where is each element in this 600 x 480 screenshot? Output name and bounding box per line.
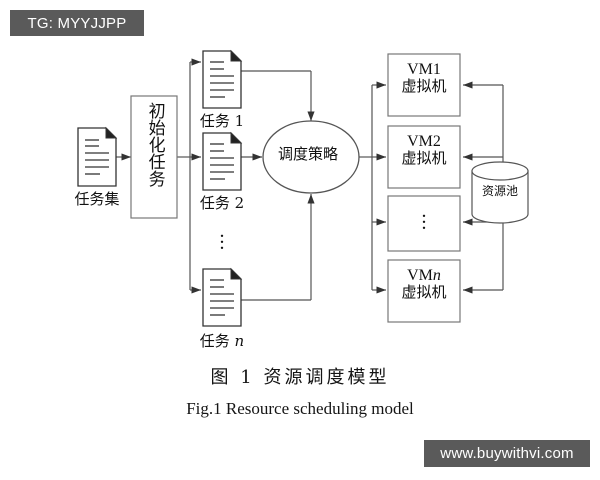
figure-caption-english: Fig.1 Resource scheduling model: [186, 399, 414, 418]
node-task2-label: 任务 2: [199, 194, 245, 212]
vm-ellipsis-dot-3: .: [421, 212, 427, 234]
node-taskn-label-text: 任务 n: [199, 332, 245, 350]
task-ellipsis-dot-3: .: [219, 232, 225, 254]
task-ellipsis-dot-1: .: [219, 220, 225, 242]
figure-caption-chinese: 图 1 资源调度模型: [210, 367, 390, 388]
node-vmn-title-text: VMn: [407, 267, 441, 284]
node-resource-pool-cylinder: [471, 161, 529, 224]
node-task2-icon: [202, 131, 243, 191]
node-vm2-title: VM2: [407, 133, 441, 150]
node-init-box: [130, 95, 178, 219]
node-vm2-sub: 虚拟机: [401, 148, 447, 167]
node-task1-label: 任务 1: [199, 112, 245, 130]
watermark-top: TG: MYYJJPP: [10, 10, 144, 36]
node-task1-icon: [202, 49, 243, 109]
node-vm1-box: [387, 53, 461, 117]
node-vm-ellipsis-box: [387, 195, 461, 252]
node-scheduler-label: 调度策略: [277, 145, 338, 163]
node-resource-pool-label: 资源池: [481, 184, 518, 198]
node-vm2-box: [387, 125, 461, 189]
node-vmn-sub: 虚拟机: [401, 282, 447, 301]
watermark-bottom: www.buywithvi.com: [424, 440, 590, 467]
node-vm1-label: VM1 虚拟机: [388, 61, 460, 95]
node-task-ellipsis: . . .: [198, 220, 246, 262]
node-taskn-label: 任务 n: [177, 330, 267, 351]
node-scheduler-ellipse: [262, 120, 360, 194]
node-vmn-title: VMn: [388, 267, 460, 285]
node-init-label-text: 初始化任务: [144, 102, 165, 187]
node-vm-ellipsis: . . .: [400, 200, 448, 242]
node-taskn-icon: [202, 267, 243, 327]
node-init-label: 初始化任务: [131, 102, 177, 191]
node-vmn-label: VMn 虚拟机: [388, 267, 460, 301]
node-vm1-sub: 虚拟机: [401, 76, 447, 95]
vm-ellipsis-dot-1: .: [421, 200, 427, 222]
node-task-set-label: 任务集: [74, 190, 120, 208]
node-vmn-box: [387, 259, 461, 323]
vm-ellipsis-dot-2: .: [421, 206, 427, 228]
task-ellipsis-dot-2: .: [219, 226, 225, 248]
node-vm2-label: VM2 虚拟机: [388, 133, 460, 167]
node-vmn-title-text-italic-suffix: n: [432, 267, 441, 284]
node-taskn-label-text-italic-suffix: n: [234, 332, 245, 350]
node-vm1-title: VM1: [407, 61, 441, 78]
node-task-set-icon: [77, 126, 118, 187]
